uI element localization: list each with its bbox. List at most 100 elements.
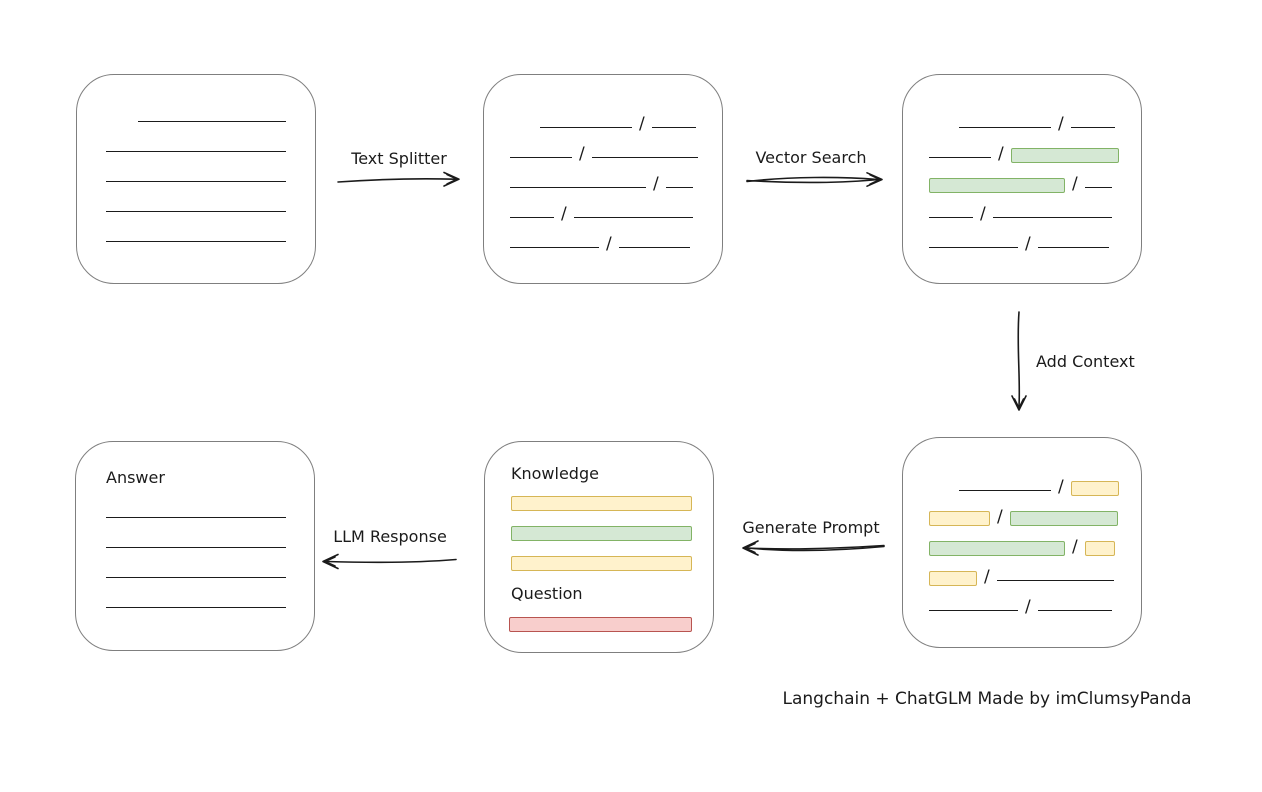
arrow-shaft — [337, 178, 456, 183]
arrow-shaft — [326, 558, 457, 564]
answer-content: Answer — [76, 442, 314, 608]
chunk-row: / — [510, 188, 722, 223]
text-line — [106, 607, 286, 608]
slash-separator: / — [998, 144, 1004, 164]
red-bar — [509, 617, 692, 632]
text-line — [106, 517, 286, 518]
text-line — [138, 121, 286, 122]
arrow-shaft — [746, 545, 885, 552]
text-line-row — [106, 518, 314, 548]
text-line-row — [106, 152, 315, 182]
slash-separator: / — [653, 174, 659, 194]
document-lines — [77, 75, 315, 242]
text-line — [106, 211, 286, 212]
answer-label: Answer — [106, 468, 165, 487]
slash-separator: / — [1072, 174, 1078, 194]
context-box: ///// — [902, 437, 1142, 648]
text-line-segment — [996, 580, 1114, 581]
vector-matched-box: / / / / / — [902, 74, 1142, 284]
caption: Langchain + ChatGLM Made by imClumsyPand… — [782, 689, 1192, 709]
highlight-segment-yellow — [929, 571, 977, 586]
text-line-segment — [1070, 127, 1115, 128]
text-line-segment — [510, 157, 572, 158]
arrowhead-down-icon — [1011, 395, 1027, 411]
llm-response-label: LLM Response — [333, 527, 447, 546]
text-line-segment — [959, 127, 1051, 128]
chunk-row: / — [929, 128, 1141, 164]
green-bar — [511, 526, 692, 541]
answer-lines — [106, 488, 314, 608]
highlight-segment-yellow — [1070, 481, 1119, 496]
text-splitter-arrow — [337, 171, 460, 187]
question-bars — [509, 617, 692, 632]
slash-separator: / — [1072, 537, 1078, 557]
vector-matched-rows: / / / / / — [903, 75, 1141, 254]
text-line-segment — [540, 127, 632, 128]
yellow-bar — [511, 556, 692, 571]
arrowhead-right-icon — [866, 172, 883, 187]
text-line-segment — [929, 157, 991, 158]
vector-search-arrow — [746, 172, 883, 187]
arrow-shaft — [1017, 311, 1021, 407]
prompt-box: Knowledge Question — [484, 441, 714, 653]
text-line-segment — [510, 247, 599, 248]
slash-separator: / — [980, 204, 986, 224]
chunk-row: / — [929, 581, 1141, 616]
arrowhead-right-icon — [869, 174, 881, 185]
add-context-arrow — [1011, 311, 1027, 411]
text-line-row — [106, 488, 314, 518]
slash-separator: / — [1058, 114, 1064, 134]
text-line-segment — [929, 610, 1018, 611]
text-line-segment — [591, 157, 698, 158]
text-line-segment — [959, 490, 1051, 491]
split-chunk-rows: ///// — [484, 75, 722, 253]
arrow-shaft — [746, 178, 879, 184]
text-line-segment — [1037, 610, 1112, 611]
generate-prompt-label: Generate Prompt — [742, 518, 880, 537]
vector-search-label: Vector Search — [755, 148, 867, 167]
text-line-segment — [929, 217, 973, 218]
text-line-segment — [573, 217, 693, 218]
highlight-segment-green — [1010, 148, 1119, 163]
document-box — [76, 74, 316, 284]
highlight-segment-green — [929, 178, 1065, 193]
generate-prompt-arrow — [742, 540, 885, 556]
slash-separator: / — [579, 144, 585, 164]
add-context-label: Add Context — [1036, 352, 1135, 371]
chunk-row: / — [959, 461, 1141, 497]
arrowhead-right-icon — [446, 173, 458, 185]
arrow-shaft — [746, 544, 885, 550]
highlight-segment-green — [1009, 511, 1118, 526]
text-line-segment — [1037, 247, 1109, 248]
text-line-segment — [651, 127, 696, 128]
chunk-row: / — [510, 158, 722, 194]
chunk-row: / — [929, 218, 1141, 254]
chunk-row: / — [540, 98, 722, 133]
chunk-row: / — [929, 491, 1141, 526]
highlight-segment-yellow — [1084, 541, 1115, 556]
text-line-segment — [510, 187, 646, 188]
text-line-segment — [618, 247, 690, 248]
arrowhead-left-icon — [742, 540, 759, 556]
text-line-row — [106, 548, 314, 578]
knowledge-bars — [511, 496, 692, 571]
slash-separator: / — [1058, 477, 1064, 497]
context-rows: ///// — [903, 438, 1141, 616]
answer-box: Answer — [75, 441, 315, 651]
text-line-row — [106, 92, 315, 122]
knowledge-label: Knowledge — [511, 464, 599, 483]
text-line-segment — [665, 187, 693, 188]
text-line-segment — [929, 247, 1018, 248]
arrow-shaft — [746, 176, 879, 183]
arrowhead-right-icon — [443, 171, 460, 187]
text-line — [106, 181, 286, 182]
text-line — [106, 151, 286, 152]
chunk-row: / — [929, 521, 1141, 557]
slash-separator: / — [984, 567, 990, 587]
chunk-row: / — [929, 551, 1141, 587]
llm-response-arrow — [322, 553, 457, 570]
arrowhead-left-icon — [744, 542, 756, 554]
slash-separator: / — [1025, 234, 1031, 254]
question-label: Question — [511, 584, 583, 603]
